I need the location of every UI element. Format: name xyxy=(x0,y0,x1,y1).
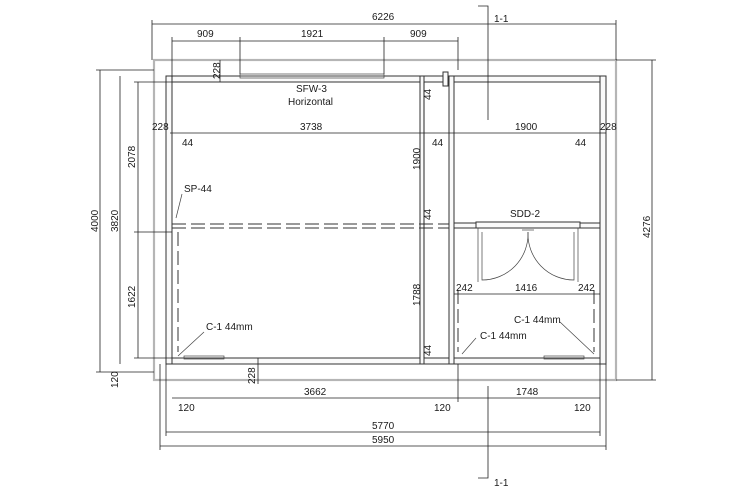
dim-left-height-total: 4000 xyxy=(90,209,101,232)
dim-top-wall-mid: 44 xyxy=(423,88,434,100)
dim-door-width: 1416 xyxy=(515,283,538,294)
dim-left-end-228: 228 xyxy=(152,122,169,133)
dim-top-right-gap: 909 xyxy=(410,29,427,40)
dim-room-right-width: 1900 xyxy=(515,122,538,133)
label-window-type: Horizontal xyxy=(288,97,333,108)
post-top-mid xyxy=(442,71,449,87)
wall-top xyxy=(165,75,607,83)
label-corner-right: C-1 44mm xyxy=(514,315,561,326)
dim-bottom-120-left: 120 xyxy=(178,403,195,414)
bottom-sill-left xyxy=(183,355,225,360)
dim-left-44: 44 xyxy=(182,138,194,149)
dim-mid-44-bottom: 44 xyxy=(423,344,434,356)
window-sfw3 xyxy=(239,73,385,79)
dim-top-window-width: 1921 xyxy=(301,29,324,40)
dim-bottom-120-mid: 120 xyxy=(434,403,451,414)
dim-right-height: 4276 xyxy=(642,215,653,238)
wall-right xyxy=(599,75,607,365)
dim-overall-outer: 5950 xyxy=(372,435,395,446)
section-mark-bottom: 1-1 xyxy=(494,478,509,489)
dim-top-left-gap: 909 xyxy=(197,29,214,40)
wall-middle-vertical xyxy=(448,75,455,365)
label-partition: SP-44 xyxy=(184,184,212,195)
dim-mid-lower: 1788 xyxy=(412,283,423,306)
door-sdd2 xyxy=(475,221,581,282)
dim-left-lower: 1622 xyxy=(127,285,138,308)
dim-top-wall-left: 228 xyxy=(212,62,223,79)
dimension-lines xyxy=(96,20,656,450)
dim-overall-inner: 5770 xyxy=(372,421,395,432)
dim-right-end-228: 228 xyxy=(600,122,617,133)
wall-bottom xyxy=(165,357,607,365)
dim-bottom-left-width: 3662 xyxy=(304,387,327,398)
bottom-sill-right xyxy=(543,355,585,360)
leader-lines xyxy=(175,193,595,357)
dim-overall-top: 6226 xyxy=(372,12,395,23)
dim-door-side-right: 242 xyxy=(578,283,595,294)
section-mark-top: 1-1 xyxy=(494,14,509,25)
dim-bottom-left-228: 228 xyxy=(247,367,258,384)
dim-right-44: 44 xyxy=(575,138,587,149)
dim-left-bottom-120: 120 xyxy=(110,371,121,388)
wall-left xyxy=(165,75,173,365)
section-cut-marks xyxy=(478,5,489,479)
dim-mid-upper: 1900 xyxy=(412,147,423,170)
dim-left-upper: 2078 xyxy=(127,145,138,168)
dim-mid-44: 44 xyxy=(432,138,444,149)
foundation-outline xyxy=(152,58,618,382)
dim-bottom-right-width: 1748 xyxy=(516,387,539,398)
label-corner-mid: C-1 44mm xyxy=(480,331,527,342)
dim-mid-44-inner: 44 xyxy=(423,208,434,220)
dim-door-side-left: 242 xyxy=(456,283,473,294)
label-door: SDD-2 xyxy=(510,209,540,220)
dim-bottom-120-right: 120 xyxy=(574,403,591,414)
label-window-code: SFW-3 xyxy=(296,84,327,95)
label-corner-left: C-1 44mm xyxy=(206,322,253,333)
dim-left-height-inner: 3820 xyxy=(110,209,121,232)
dim-room-left-width: 3738 xyxy=(300,122,323,133)
